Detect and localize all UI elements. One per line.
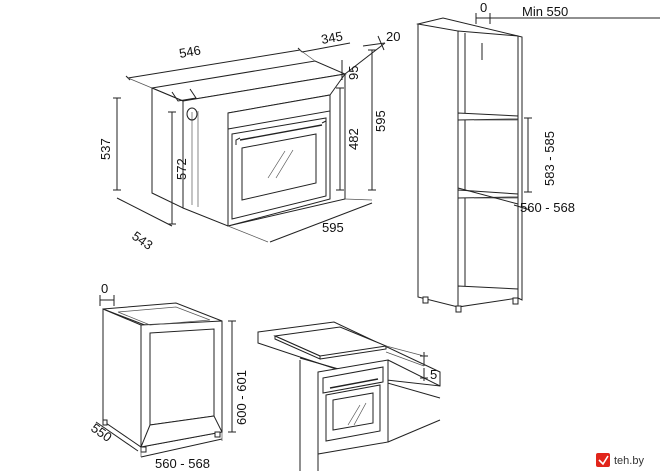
dim-oven-niche-height: 572 <box>174 158 189 180</box>
tall-column-drawing <box>416 17 523 313</box>
dim-cabinet-width: 560 - 568 <box>155 456 210 471</box>
dim-column-niche-width: 560 - 568 <box>520 200 575 215</box>
dim-oven-depth-bottom: 543 <box>129 228 155 253</box>
watermark-logo-icon <box>596 453 610 467</box>
dim-cabinet-gap: 0 <box>101 281 108 296</box>
dim-oven-door-height: 482 <box>346 128 361 150</box>
watermark-text: teh.by <box>614 455 644 467</box>
base-cabinet-drawing <box>102 302 223 453</box>
oven-drawing <box>150 42 386 227</box>
tall-column-dimension-lines <box>457 13 660 211</box>
dim-cabinet-height: 600 - 601 <box>234 370 249 425</box>
hob-dimension-labels: 5 <box>430 367 437 382</box>
dim-oven-depth-top: 345 <box>320 28 344 47</box>
dim-column-min-width: Min 550 <box>522 4 568 19</box>
dim-oven-total-height: 595 <box>373 110 388 132</box>
watermark: teh.by <box>592 450 670 471</box>
hob-dimension-lines <box>385 345 428 381</box>
oven-dimension-labels: 546 345 20 95 537 572 482 595 543 595 <box>98 28 400 252</box>
dim-oven-width-bottom: 595 <box>322 220 344 235</box>
dim-oven-depth-side: 537 <box>98 138 113 160</box>
dim-column-niche-height: 583 - 585 <box>542 131 557 186</box>
base-cabinet-dimension-lines <box>95 295 236 458</box>
dim-oven-width: 546 <box>178 42 202 61</box>
dim-oven-top-panel: 95 <box>346 66 361 80</box>
tall-column-dimension-labels: 0 Min 550 583 - 585 560 - 568 <box>480 0 575 215</box>
oven-dimension-lines <box>113 35 386 243</box>
dim-column-gap: 0 <box>480 0 487 15</box>
hob-oven-drawing <box>257 321 441 471</box>
dim-oven-clearance-top: 20 <box>386 29 400 44</box>
dim-hob-gap: 5 <box>430 367 437 382</box>
